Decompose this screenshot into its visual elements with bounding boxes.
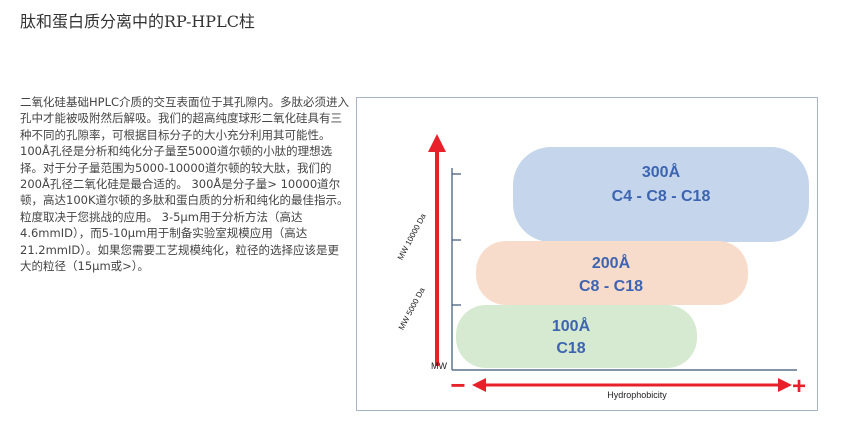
x-axis-label: Hydrophobicity: [607, 390, 667, 400]
y-axis-arrow-head: [428, 134, 446, 152]
box-300-pore: 300Å: [642, 162, 681, 181]
y-label-5000: MW 5000 Da: [397, 286, 427, 332]
plus-sign: +: [792, 373, 806, 400]
box-300-phases: C4 - C8 - C18: [612, 188, 711, 205]
box-200-phases: C8 - C18: [579, 278, 643, 295]
box-300: [513, 147, 809, 242]
y-axis-label: MW: [431, 361, 447, 371]
paragraph-intro: 二氧化硅基础HPLC介质的交互表面位于其孔隙内。多肽必须进入孔中才能被吸附然后解…: [20, 95, 350, 142]
y-label-10000: MW 10000 Da: [396, 212, 428, 262]
box-100: [456, 305, 697, 368]
box-100-phases: C18: [556, 340, 585, 357]
diagram-canvas: 300Å C4 - C8 - C18 200Å C8 - C18 100Å C1…: [396, 134, 809, 400]
pore-size-diagram: 300Å C4 - C8 - C18 200Å C8 - C18 100Å C1…: [356, 97, 818, 411]
x-axis-arrow-left-head: [472, 378, 486, 392]
box-200-pore: 200Å: [592, 253, 631, 272]
minus-sign: −: [450, 370, 465, 400]
description-text: 二氧化硅基础HPLC介质的交互表面位于其孔隙内。多肽必须进入孔中才能被吸附然后解…: [20, 94, 350, 274]
page-title: 肽和蛋白质分离中的RP-HPLC柱: [20, 12, 255, 31]
paragraph-particle-size: 粒度取决于您挑战的应用。 3-5μm用于分析方法（高达4.6mmID），而5-1…: [20, 209, 340, 274]
paragraph-pore-sizes: 100Å孔径是分析和纯化分子量至5000道尔顿的小肽的理想选择。对于分子量范围为…: [20, 144, 349, 208]
box-100-pore: 100Å: [552, 316, 591, 335]
box-200: [476, 241, 748, 305]
x-axis-arrow-right-head: [778, 378, 792, 392]
